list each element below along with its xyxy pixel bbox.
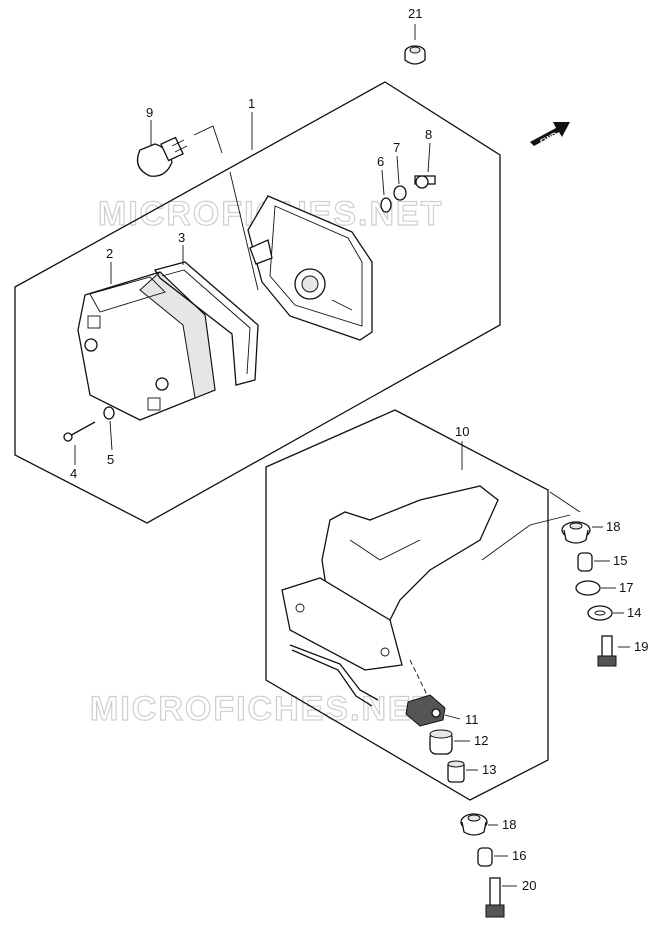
callout-20: 20	[522, 878, 536, 893]
callout-5: 5	[107, 452, 114, 467]
callout-2: 2	[106, 246, 113, 261]
part-17-washer	[575, 580, 601, 596]
assembly-outline-lower	[265, 409, 549, 801]
part-2-lens	[77, 271, 216, 421]
callout-10: 10	[455, 424, 469, 439]
callout-7: 7	[393, 140, 400, 155]
part-20-bolt	[485, 877, 505, 918]
callout-8: 8	[425, 127, 432, 142]
callout-13: 13	[482, 762, 496, 777]
part-5-washer	[103, 406, 115, 420]
part-10-bracket	[281, 485, 499, 707]
callout-1: 1	[248, 96, 255, 111]
part-11-clamp	[405, 694, 446, 727]
callout-18-upper: 18	[606, 519, 620, 534]
callout-12: 12	[474, 733, 488, 748]
part-9-bulb	[136, 136, 188, 177]
part-1-housing	[247, 195, 373, 341]
callout-16: 16	[512, 848, 526, 863]
part-14-washer	[587, 605, 613, 621]
part-6-washer	[380, 197, 392, 213]
callout-11: 11	[465, 712, 479, 727]
callout-3: 3	[178, 230, 185, 245]
part-12-cushion	[429, 729, 453, 755]
callout-6: 6	[377, 154, 384, 169]
fwd-arrow-icon: FWD	[530, 122, 570, 147]
assembly-outline-upper	[14, 81, 501, 524]
callout-4: 4	[70, 466, 77, 481]
part-16-spacer	[477, 847, 493, 867]
callout-19: 19	[634, 639, 648, 654]
leader-9	[193, 125, 223, 154]
part-18-nut-upper	[561, 521, 591, 544]
callout-9: 9	[146, 105, 153, 120]
watermark-bottom: MICROFICHES.NET	[90, 690, 435, 728]
part-18-nut-lower	[460, 813, 488, 836]
part-19-bolt	[597, 635, 617, 667]
callout-21: 21	[408, 6, 422, 21]
leader-1-dashed	[229, 171, 259, 291]
part-21-grommet	[404, 45, 426, 65]
part-13-collar	[447, 760, 465, 783]
part-7-washer	[393, 185, 407, 201]
callout-18-lower: 18	[502, 817, 516, 832]
callout-14: 14	[627, 605, 641, 620]
callout-17: 17	[619, 580, 633, 595]
part-4-screw	[63, 421, 96, 442]
callout-15: 15	[613, 553, 627, 568]
part-15-spacer	[577, 552, 593, 572]
part-3-gasket	[153, 261, 259, 386]
leader-10-right	[481, 514, 571, 561]
part-8-screw	[414, 175, 436, 189]
